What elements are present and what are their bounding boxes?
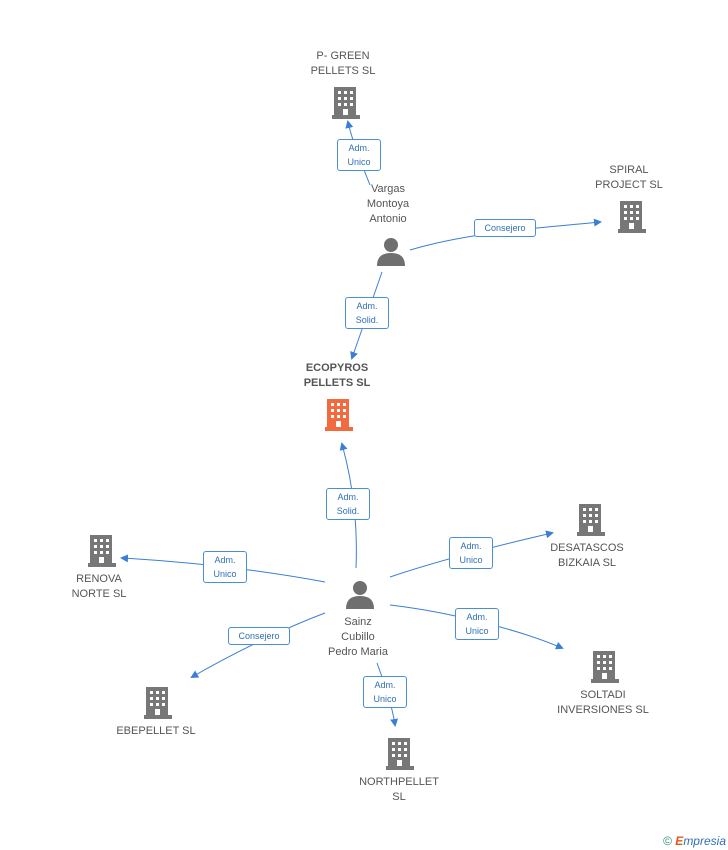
person-label-sainz[interactable]: Sainz Cubillo Pedro Maria	[328, 616, 388, 658]
person-icon[interactable]	[376, 237, 406, 267]
building-icon[interactable]	[86, 533, 118, 567]
brand-logo-text: mpresia	[683, 834, 726, 848]
node-label-ebepellet[interactable]: EBEPELLET SL	[116, 725, 196, 737]
building-icon[interactable]	[330, 85, 362, 119]
person-icon[interactable]	[345, 580, 375, 610]
edge-badge-sainz-soltadi[interactable]: Adm. Unico	[455, 608, 499, 640]
edge-badge-vargas-spiral[interactable]: Consejero	[474, 219, 536, 237]
footer-brand: © Empresia	[663, 834, 726, 848]
building-icon-center[interactable]	[323, 397, 355, 431]
building-icon[interactable]	[589, 649, 621, 683]
person-label-vargas[interactable]: Vargas Montoya Antonio	[366, 183, 410, 225]
building-icon[interactable]	[616, 199, 648, 233]
node-label-northpellet[interactable]: NORTHPELLET SL	[359, 776, 439, 803]
edge-badge-sainz-renova[interactable]: Adm. Unico	[203, 551, 247, 583]
building-icon[interactable]	[575, 502, 607, 536]
link-sainz-ebepellet	[190, 612, 326, 679]
edge-badge-sainz-ebepellet[interactable]: Consejero	[228, 627, 290, 645]
copyright-icon: ©	[663, 834, 672, 848]
building-icon[interactable]	[384, 736, 416, 770]
building-icon[interactable]	[142, 685, 174, 719]
node-label-desatascos[interactable]: DESATASCOS BIZKAIA SL	[550, 542, 624, 569]
edge-badge-vargas-ecopyros[interactable]: Adm. Solid.	[345, 297, 389, 329]
edge-badge-sainz-ecopyros[interactable]: Adm. Solid.	[326, 488, 370, 520]
edge-badge-sainz-northpellet[interactable]: Adm. Unico	[363, 676, 407, 708]
node-label-ecopyros[interactable]: ECOPYROS PELLETS SL	[303, 362, 371, 389]
brand-logo-e: E	[675, 834, 684, 848]
edge-badge-sainz-desatascos[interactable]: Adm. Unico	[449, 537, 493, 569]
node-label-p-green[interactable]: P- GREEN PELLETS SL	[310, 50, 376, 77]
node-label-spiral[interactable]: SPIRAL PROJECT SL	[595, 164, 663, 191]
edge-badge-vargas-pgreen[interactable]: Adm. Unico	[337, 139, 381, 171]
node-label-soltadi[interactable]: SOLTADI INVERSIONES SL	[557, 689, 649, 716]
node-label-renova[interactable]: RENOVA NORTE SL	[71, 573, 127, 600]
